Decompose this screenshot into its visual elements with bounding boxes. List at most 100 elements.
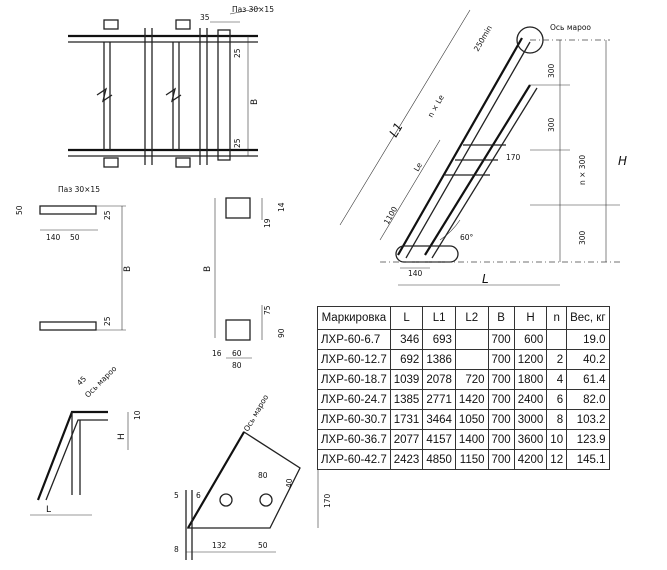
- dim-132: 132: [212, 541, 227, 550]
- cell-marking: ЛХР-60-36.7: [317, 429, 391, 450]
- inclined-ladder-elevation: Ось марoo 250min n × Le L1 Le 1100 300 3…: [339, 9, 627, 286]
- dim-250min: 250min: [472, 24, 494, 53]
- dim-50b-side: 50: [70, 233, 80, 242]
- cell-L2: [454, 349, 489, 370]
- cell-L: 2423: [389, 449, 424, 470]
- dim-H: Н: [618, 154, 627, 168]
- table-row: ЛХР-60-12.7 692 1386 700 1200 2 40.2: [317, 349, 610, 370]
- dim-50-side: 50: [15, 205, 24, 215]
- dim-L2: Le: [412, 161, 424, 173]
- cell-n: 12: [546, 449, 568, 470]
- dim-6: 6: [196, 491, 201, 500]
- dim-n300: n × 300: [578, 155, 587, 185]
- dim-80: 80: [232, 361, 242, 370]
- cell-H: 4200: [513, 449, 548, 470]
- cell-L: 346: [389, 329, 424, 350]
- table-row: ЛХР-60-30.7 1731 3464 1050 700 3000 8 10…: [317, 409, 610, 430]
- cell-marking: ЛХР-60-12.7: [317, 349, 391, 370]
- dim-300b: 300: [547, 117, 556, 132]
- dim-140-side: 140: [46, 233, 61, 242]
- cell-weight: 103.2: [566, 409, 610, 430]
- dim-40-bot: 40: [285, 478, 294, 488]
- table-row: ЛХР-60-42.7 2423 4850 1150 700 4200 12 1…: [317, 449, 610, 470]
- dim-16: 16: [212, 349, 222, 358]
- dim-300a: 300: [547, 63, 556, 78]
- cell-L: 1039: [389, 369, 424, 390]
- dim-45: 45: [75, 374, 88, 387]
- col-header-L2: L2: [454, 306, 489, 330]
- dim-L-small: L: [46, 505, 51, 515]
- cell-marking: ЛХР-60-18.7: [317, 369, 391, 390]
- cell-L: 1385: [389, 389, 424, 410]
- table-row: ЛХР-60-36.7 2077 4157 1400 700 3600 10 1…: [317, 429, 610, 450]
- cell-L1: 3464: [422, 409, 456, 430]
- cell-weight: 82.0: [566, 389, 610, 410]
- bracket-elevation-view: В 14 19 75 90 16 60 80: [203, 197, 286, 370]
- cell-n: 10: [546, 429, 568, 450]
- cell-L1: 2078: [422, 369, 456, 390]
- dim-19: 19: [263, 218, 272, 228]
- cell-L2: 720: [454, 369, 489, 390]
- cell-L2: 1420: [454, 389, 489, 410]
- cell-B: 700: [487, 349, 515, 370]
- table-header-row: Маркировка L L1 L2 В Н n Вес, кг: [317, 306, 610, 330]
- col-header-marking: Маркировка: [317, 306, 391, 330]
- cell-weight: 123.9: [566, 429, 610, 450]
- cell-weight: 40.2: [566, 349, 610, 370]
- cell-n: 6: [546, 389, 568, 410]
- cell-marking: ЛХР-60-42.7: [317, 449, 391, 470]
- cell-weight: 61.4: [566, 369, 610, 390]
- dim-80-bot: 80: [258, 471, 268, 480]
- dim-L-stair: L: [482, 272, 489, 286]
- dim-170: 170: [506, 153, 521, 162]
- cell-B: 700: [487, 389, 515, 410]
- dim-140-stair: 140: [408, 269, 423, 278]
- cell-weight: 145.1: [566, 449, 610, 470]
- cell-weight: 19.0: [566, 329, 610, 350]
- gusset-plate-detail: Ось марoo 5 6 8 132 50 80 40 170: [174, 393, 332, 560]
- cell-n: 4: [546, 369, 568, 390]
- cell-H: 1200: [513, 349, 548, 370]
- dim-L1: L1: [386, 120, 405, 139]
- cell-L1: 4157: [422, 429, 456, 450]
- dim-25-side-b: 25: [103, 316, 112, 326]
- cell-L1: 693: [422, 329, 456, 350]
- dim-60: 60: [232, 349, 242, 358]
- label-os-bot: Ось марoo: [242, 393, 271, 433]
- col-header-H: Н: [513, 306, 548, 330]
- cell-marking: ЛХР-60-24.7: [317, 389, 391, 410]
- label-paz-top: Паз 30×15: [232, 5, 274, 14]
- cell-H: 3600: [513, 429, 548, 450]
- cell-H: 1800: [513, 369, 548, 390]
- col-header-L: L: [389, 306, 424, 330]
- cell-n: 2: [546, 349, 568, 370]
- cell-B: 700: [487, 409, 515, 430]
- cell-H: 3000: [513, 409, 548, 430]
- cell-L: 1731: [389, 409, 424, 430]
- dim-8: 8: [174, 545, 179, 554]
- cell-L1: 1386: [422, 349, 456, 370]
- side-bracket-view: Паз 30×15 50 140 50 25 В 25: [15, 185, 133, 331]
- dim-90: 90: [277, 328, 286, 338]
- dim-35: 35: [200, 13, 210, 22]
- cell-L2: [454, 329, 489, 350]
- col-header-L1: L1: [422, 306, 456, 330]
- cell-L: 692: [389, 349, 424, 370]
- cell-B: 700: [487, 369, 515, 390]
- label-paz-side: Паз 30×15: [58, 185, 100, 194]
- cell-marking: ЛХР-60-30.7: [317, 409, 391, 430]
- cell-L2: 1050: [454, 409, 489, 430]
- dim-14: 14: [277, 202, 286, 212]
- small-inclined-detail: Ось марoo 45 10 Н L: [30, 364, 142, 516]
- table-row: ЛХР-60-6.7 346 693 700 600 19.0: [317, 329, 610, 350]
- cell-B: 700: [487, 449, 515, 470]
- dim-170-bot: 170: [323, 493, 332, 508]
- col-header-weight: Вес, кг: [566, 306, 610, 330]
- cell-H: 600: [513, 329, 548, 350]
- dim-50-bot: 50: [258, 541, 268, 550]
- cell-n: [546, 329, 568, 350]
- dim-60deg: 60°: [460, 233, 474, 242]
- dim-25-side: 25: [103, 210, 112, 220]
- dim-B-side: В: [123, 266, 133, 272]
